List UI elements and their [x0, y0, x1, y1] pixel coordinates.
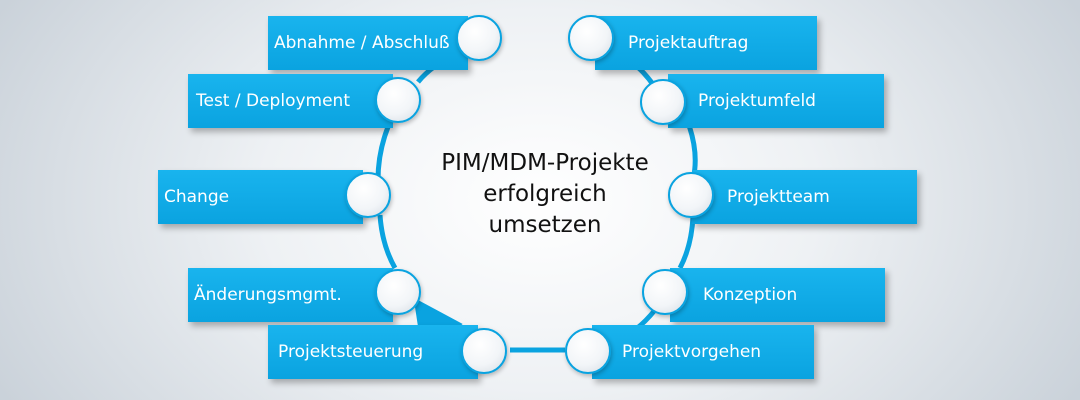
- node-test-deployment: [375, 77, 421, 123]
- center-title: PIM/MDM-Projekte erfolgreich umsetzen: [420, 148, 670, 241]
- item-label: Projektauftrag: [628, 33, 749, 53]
- item-projektauftrag: Projektauftrag: [595, 16, 817, 70]
- item-abnahme-abschluss: Abnahme / Abschluß: [268, 16, 468, 70]
- item-label: Projektsteuerung: [278, 342, 424, 362]
- node-abnahme-abschluss: [456, 15, 502, 61]
- item-projektsteuerung: Projektsteuerung: [268, 325, 478, 379]
- item-label: Projektvorgehen: [622, 342, 762, 362]
- item-aenderungsmgmt: Änderungsmgmt.: [188, 268, 393, 322]
- item-change: Change: [158, 170, 363, 224]
- node-change: [345, 172, 391, 218]
- item-projektvorgehen: Projektvorgehen: [592, 325, 814, 379]
- item-konzeption: Konzeption: [670, 268, 885, 322]
- node-projektsteuerung: [461, 328, 507, 374]
- item-label: Abnahme / Abschluß: [274, 33, 450, 53]
- node-aenderungsmgmt: [375, 269, 421, 315]
- item-label: Projektumfeld: [698, 91, 816, 111]
- item-label: Konzeption: [703, 285, 798, 305]
- center-title-line-3: umsetzen: [488, 212, 602, 238]
- item-label: Change: [164, 187, 230, 207]
- item-projektteam: Projektteam: [692, 170, 917, 224]
- node-projektvorgehen: [565, 328, 611, 374]
- node-konzeption: [642, 269, 688, 315]
- item-label: Änderungsmgmt.: [194, 285, 342, 305]
- center-title-line-2: erfolgreich: [483, 181, 607, 207]
- item-projektumfeld: Projektumfeld: [668, 74, 884, 128]
- item-label: Projektteam: [727, 187, 830, 207]
- ring-segment-left-lower: [377, 214, 398, 270]
- item-test-deployment: Test / Deployment: [188, 74, 393, 128]
- node-projektteam: [668, 172, 714, 218]
- node-projektauftrag: [568, 15, 614, 61]
- item-label: Test / Deployment: [196, 91, 350, 111]
- ring-segment-left-upper: [375, 121, 393, 181]
- node-projektumfeld: [640, 79, 686, 125]
- center-title-line-1: PIM/MDM-Projekte: [441, 150, 649, 176]
